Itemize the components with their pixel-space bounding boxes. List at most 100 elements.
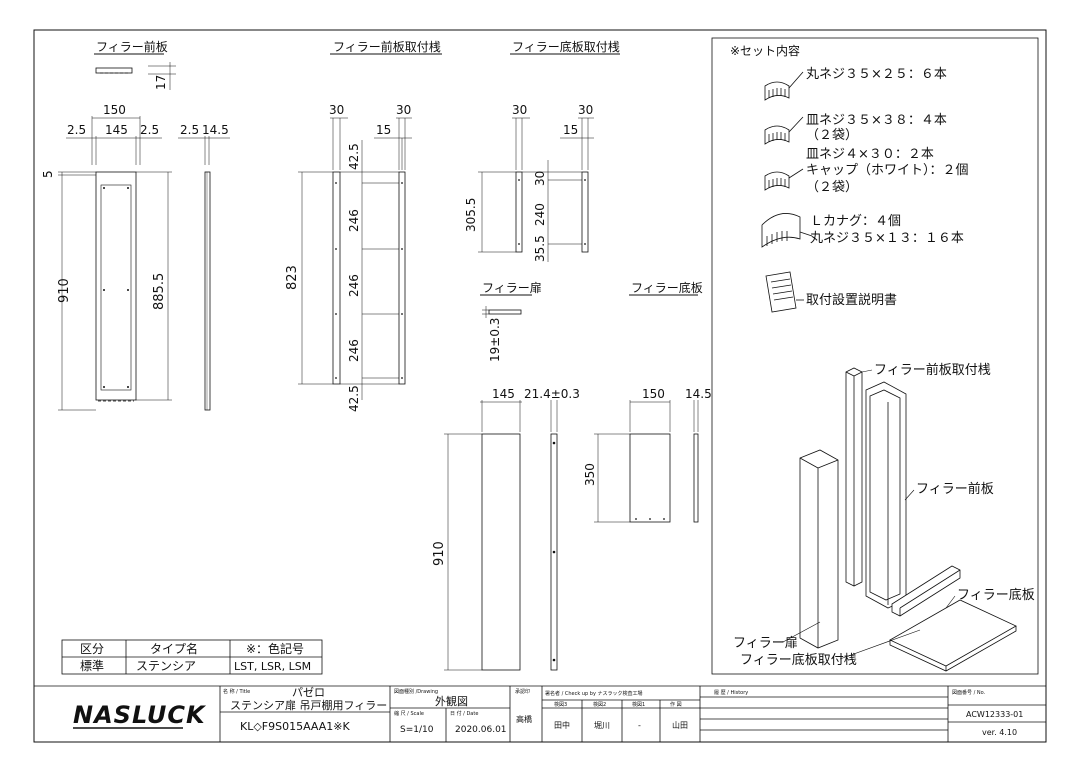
nasluck-logo: NASLUCK [73, 701, 207, 729]
title-block-text: NASLUCK 名 称 / Title パゼロ ステンシア扉 吊戸棚用フィラー … [73, 686, 1023, 737]
date-label: 日 付 / Date [450, 710, 478, 717]
dim-17: 17 [154, 75, 168, 90]
check-header-1: 検図2 [593, 701, 606, 708]
dim-30-e: 30 [533, 171, 547, 186]
dim-2-5-right: 2.5 [140, 123, 159, 137]
approve-value: 高橋 [516, 714, 532, 724]
dim-305-5: 305.5 [464, 198, 478, 232]
dim-15-b: 15 [563, 123, 578, 137]
dim-2-5-side: 2.5 [180, 123, 199, 137]
scale-value: S=1/10 [400, 725, 434, 735]
product-subtitle: ステンシア扉 吊戸棚用フィラー [230, 698, 387, 712]
date-value: 2020.06.01 [455, 725, 507, 735]
scale-label: 縮 尺 / Scale [394, 710, 424, 717]
iso-label-bottom-bracket: フィラー底板取付桟 [740, 652, 857, 668]
check-value-1: 堀川 [594, 721, 610, 730]
dim-246-a: 246 [347, 209, 361, 232]
check-label: 署名者 / Check up by ナスラック検査工場 [545, 690, 643, 697]
filler-door-views: フィラー扉 19±0.3 145 21.4±0.3 910 [432, 281, 580, 671]
model-number: KL◇F9S015AAA1※K [240, 720, 351, 733]
set-contents-panel: ※セット内容 丸ネジ３５×２５：６本 皿ネジ３５×３８：４本 [711, 37, 1039, 675]
version: ver. 4.10 [982, 728, 1017, 737]
check-header-2: 検図1 [632, 701, 645, 708]
dim-14-5: 14.5 [202, 123, 229, 137]
check-value-3: 山田 [672, 720, 688, 730]
dim-145: 145 [105, 123, 128, 137]
cap-icon [764, 168, 804, 191]
dim-42-5-top: 42.5 [347, 143, 361, 170]
dim-910-front: 910 [57, 278, 72, 303]
round-screw-icon [764, 71, 804, 101]
set-item-7: Ｌカナグ：４個 [810, 214, 901, 229]
dim-2-5-left: 2.5 [67, 123, 86, 137]
filler-bottom-bracket-views: フィラー底板取付桟 30 30 15 305.5 30 240 35.5 [464, 39, 620, 262]
set-item-6: （２袋） [806, 180, 858, 195]
approve-label: 承認印 [515, 688, 530, 695]
dim-350: 350 [583, 463, 597, 486]
title-filler-front-bracket: フィラー前板取付桟 [333, 39, 441, 54]
flat-screw-icon [764, 116, 804, 145]
l-bracket-icon [761, 213, 813, 248]
dim-5: 5 [41, 170, 55, 178]
dim-30-c: 30 [512, 103, 527, 117]
dim-35-5: 35.5 [533, 235, 547, 262]
dim-240: 240 [533, 203, 547, 226]
title-filler-bottom: フィラー底板 [631, 280, 703, 295]
set-item-8: 丸ネジ３５×１３：１６本 [810, 231, 964, 246]
dim-42-5-bottom: 42.5 [347, 385, 361, 412]
dim-21-4: 21.4±0.3 [524, 387, 580, 401]
type-table-header-1: タイプ名 [150, 641, 198, 656]
history-label: 履 歴 / History [714, 690, 748, 696]
dim-30-d: 30 [578, 103, 593, 117]
title-filler-door: フィラー扉 [482, 281, 542, 295]
dim-150: 150 [103, 103, 126, 117]
type-table-cell-1: ステンシア [136, 659, 196, 673]
drawing-no-label: 図面番号 / No. [952, 689, 986, 696]
filler-bottom-views: フィラー底板 150 14.5 350 [583, 280, 712, 523]
dim-885-5: 885.5 [152, 273, 167, 310]
title-filler-front: フィラー前板 [96, 39, 168, 54]
dim-910-door: 910 [432, 541, 447, 566]
type-table-header-2: ※：色記号 [246, 641, 304, 656]
dim-19: 19±0.3 [488, 318, 502, 362]
sheet-border [33, 29, 1047, 743]
dim-246-b: 246 [347, 274, 361, 297]
dim-823: 823 [285, 265, 300, 290]
manual-icon [765, 271, 804, 313]
iso-label-bottom: フィラー底板 [957, 587, 1035, 603]
filler-front-bracket-views: フィラー前板取付桟 30 30 15 823 42.5 246 [285, 39, 442, 412]
type-table: 区分 タイプ名 ※：色記号 標準 ステンシア LST, LSR, LSM [61, 639, 323, 675]
dim-15-a: 15 [376, 123, 391, 137]
set-item-2: 皿ネジ３５×３８：４本 [806, 113, 947, 128]
set-item-3: （２袋） [806, 128, 858, 143]
type-table-cell-2: LST, LSR, LSM [234, 660, 311, 673]
dim-150-bottom: 150 [642, 387, 665, 401]
set-item-4: 皿ネジ４×３０：２本 [806, 147, 934, 162]
isometric-assembly [799, 367, 1017, 672]
set-item-5: キャップ（ホワイト）：２個 [806, 163, 969, 178]
title-label: 名 称 / Title [223, 688, 250, 695]
drawing-label: 図面種別 /Drawing [394, 688, 438, 695]
check-value-0: 田中 [554, 720, 570, 730]
title-filler-bottom-bracket: フィラー底板取付桟 [512, 39, 620, 54]
dim-30-b: 30 [396, 103, 411, 117]
set-item-9: 取付設置説明書 [806, 292, 897, 308]
iso-label-front: フィラー前板 [916, 481, 994, 497]
dim-246-c: 246 [347, 339, 361, 362]
drawing-type: 外観図 [435, 694, 468, 708]
title-block [34, 685, 1046, 742]
check-header-3: 作 図 [670, 701, 682, 708]
dim-145-door: 145 [492, 387, 515, 401]
iso-leaders [782, 369, 956, 660]
dim-30-a: 30 [329, 103, 344, 117]
set-contents-heading: ※セット内容 [730, 43, 800, 58]
type-table-header-0: 区分 [80, 642, 104, 656]
set-item-1: 丸ネジ３５×２５：６本 [806, 67, 947, 82]
product-name: パゼロ [292, 686, 325, 699]
filler-front-views: フィラー前板 17 150 2.5 145 2.5 2.5 14.5 [41, 39, 230, 411]
type-table-cell-0: 標準 [80, 658, 104, 673]
iso-label-front-bracket: フィラー前板取付桟 [874, 362, 991, 378]
dim-14-5-bottom: 14.5 [685, 387, 712, 401]
iso-label-door: フィラー扉 [733, 635, 798, 651]
